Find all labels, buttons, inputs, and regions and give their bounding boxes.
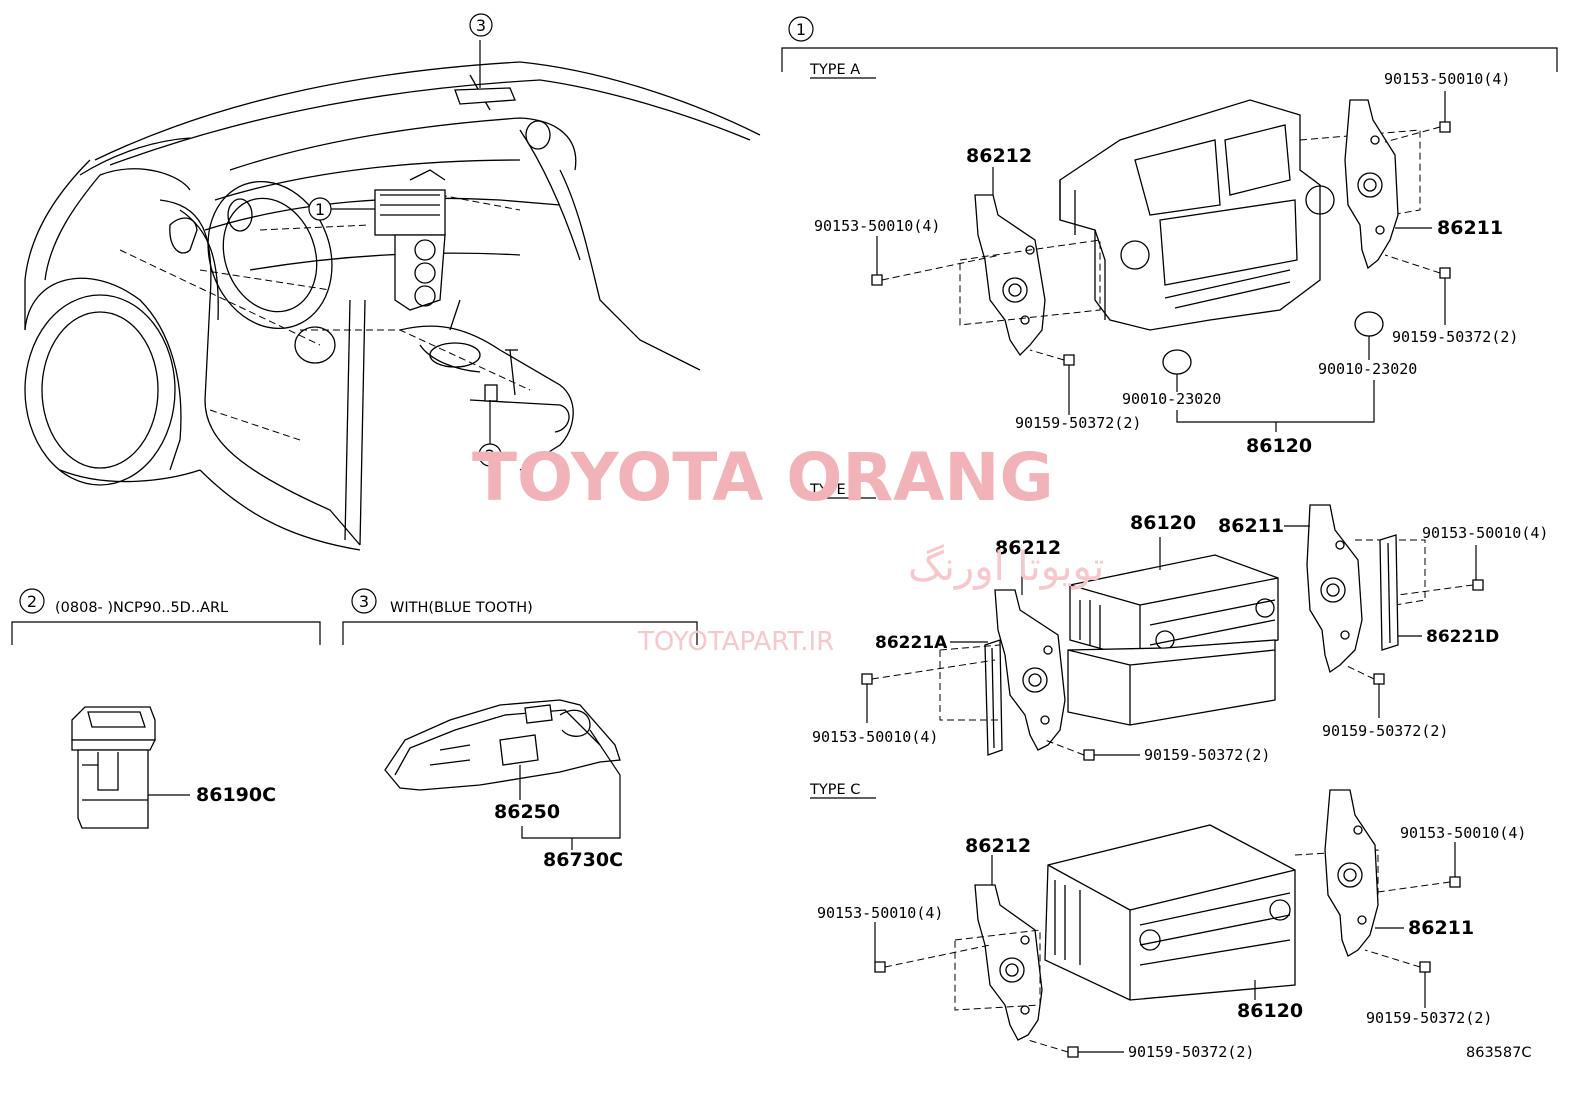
part-90159-c-right: 90159-50372(2) bbox=[1366, 1009, 1492, 1027]
callout-1-car: 1 bbox=[308, 197, 375, 221]
part-86221D: 86221D bbox=[1426, 627, 1499, 647]
part-86730C: 86730C bbox=[543, 849, 623, 871]
screw-icon bbox=[1344, 664, 1385, 685]
screw-icon bbox=[1377, 876, 1461, 893]
part-90153-a-left: 90153-50010(4) bbox=[814, 217, 940, 235]
part-90159-c-bottom: 90159-50372(2) bbox=[1128, 1043, 1254, 1061]
type-b-label: TYPE B bbox=[809, 482, 860, 498]
type-c-label: TYPE C bbox=[809, 782, 860, 798]
type-c-group: TYPE C 86212 bbox=[809, 782, 1526, 1061]
type-a-label: TYPE A bbox=[809, 62, 860, 78]
part-90153-a-right: 90153-50010(4) bbox=[1384, 70, 1510, 88]
part-90010-a-right: 90010-23020 bbox=[1318, 360, 1417, 378]
box-3-group: 3 WITH(BLUE TOOTH) 86250 86730C bbox=[342, 588, 698, 871]
svg-text:3: 3 bbox=[359, 592, 369, 611]
screw-icon bbox=[1029, 349, 1075, 366]
part-86190C: 86190C bbox=[196, 784, 276, 806]
screw-icon bbox=[861, 659, 996, 685]
section-1-header: 1 bbox=[781, 16, 1558, 72]
screw-icon bbox=[1044, 739, 1095, 761]
part-86212-a: 86212 bbox=[966, 145, 1032, 167]
part-90010-a-left: 90010-23020 bbox=[1122, 390, 1221, 408]
watermark-line2: تویوتا اورنگ bbox=[908, 544, 1104, 590]
part-86250: 86250 bbox=[494, 801, 560, 823]
part-90153-b-left: 90153-50010(4) bbox=[812, 728, 938, 746]
watermark-line1: TOYOTA ORANG bbox=[472, 439, 1054, 516]
screw-icon bbox=[1397, 579, 1484, 596]
part-86120-a: 86120 bbox=[1246, 435, 1312, 457]
type-b-group: TYPE B bbox=[809, 482, 1548, 764]
callout-2-car: 2 bbox=[478, 400, 502, 467]
type-a-group: TYPE A bbox=[809, 62, 1518, 457]
part-86221A: 86221A bbox=[875, 633, 948, 653]
screw-icon bbox=[1027, 1039, 1079, 1058]
part-86120-c: 86120 bbox=[1237, 1000, 1303, 1022]
svg-text:1: 1 bbox=[796, 20, 806, 39]
screw-icon bbox=[1384, 121, 1451, 143]
diagram-code: 863587C bbox=[1466, 1045, 1531, 1061]
box-2-header: (0808- )NCP90..5D..ARL bbox=[55, 600, 228, 616]
svg-text:1: 1 bbox=[315, 200, 325, 219]
part-86211-a: 86211 bbox=[1437, 217, 1503, 239]
watermark: TOYOTA ORANG تویوتا اورنگ TOYOTAPART.IR bbox=[472, 439, 1104, 657]
part-90159-a-right: 90159-50372(2) bbox=[1392, 328, 1518, 346]
screw-icon bbox=[871, 254, 1001, 286]
part-86120-b: 86120 bbox=[1130, 512, 1196, 534]
box-2-group: 2 (0808- )NCP90..5D..ARL 86190C bbox=[11, 588, 321, 829]
svg-text:2: 2 bbox=[27, 592, 37, 611]
part-86211-b: 86211 bbox=[1218, 515, 1284, 537]
part-86212-c: 86212 bbox=[965, 835, 1031, 857]
svg-text:3: 3 bbox=[476, 16, 486, 35]
screw-icon bbox=[1364, 949, 1431, 973]
part-90153-b-right: 90153-50010(4) bbox=[1422, 524, 1548, 542]
box-3-header: WITH(BLUE TOOTH) bbox=[390, 600, 533, 616]
svg-text:2: 2 bbox=[485, 446, 495, 465]
screw-icon bbox=[874, 944, 991, 973]
part-90153-c-left: 90153-50010(4) bbox=[817, 904, 943, 922]
watermark-line3: TOYOTAPART.IR bbox=[637, 627, 834, 657]
screw-icon bbox=[1384, 254, 1451, 279]
car-interior-illustration bbox=[24, 40, 761, 551]
part-86211-c: 86211 bbox=[1408, 917, 1474, 939]
callout-3-car: 3 bbox=[469, 13, 493, 37]
part-90159-a-left: 90159-50372(2) bbox=[1015, 414, 1141, 432]
part-86212-b: 86212 bbox=[995, 537, 1061, 559]
part-90159-b-right: 90159-50372(2) bbox=[1322, 722, 1448, 740]
part-90153-c-right: 90153-50010(4) bbox=[1400, 824, 1526, 842]
part-90159-b-bottom: 90159-50372(2) bbox=[1144, 746, 1270, 764]
